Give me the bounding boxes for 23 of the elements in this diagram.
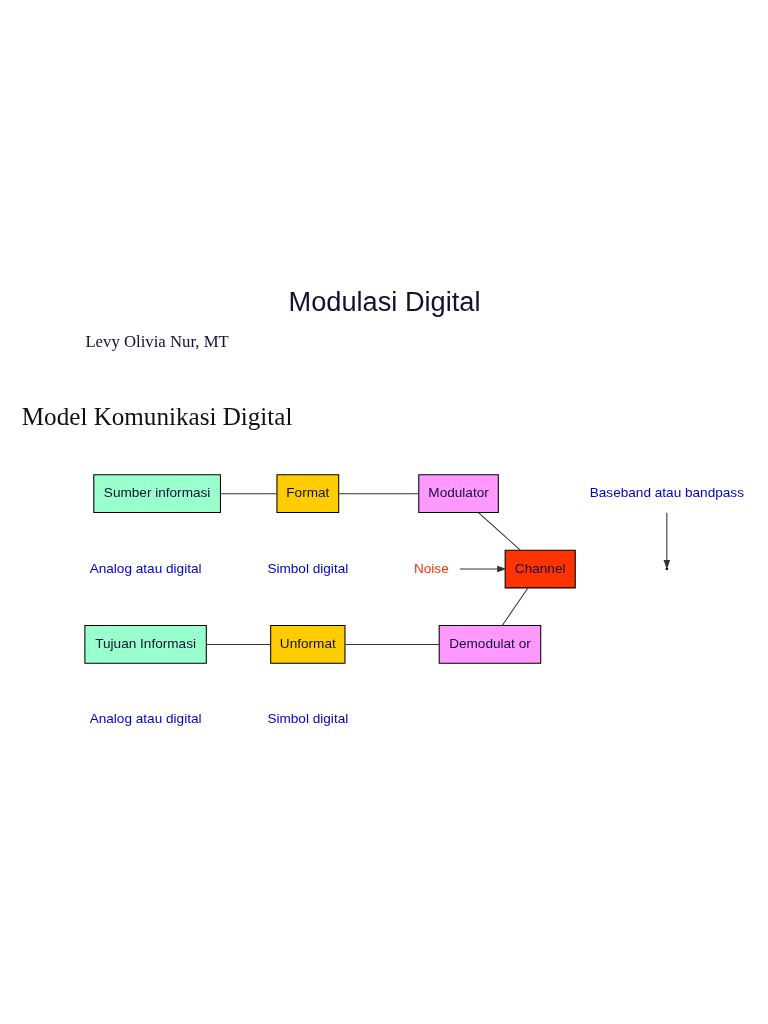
node-text: Noise [413, 560, 449, 576]
node-box: Sumber informasi [92, 474, 221, 514]
label: Model Komunikasi Digital [21, 402, 292, 430]
node-box: Channel [504, 549, 576, 589]
node-box: Modulator [417, 474, 499, 514]
connector [205, 643, 271, 645]
node-box: Unformat [269, 625, 345, 664]
connector [344, 643, 440, 645]
connector [219, 493, 277, 495]
connector [501, 587, 528, 626]
node-box: Demodulat or [438, 625, 541, 664]
label: Simbol digital [266, 711, 348, 727]
node-box: Tujuan Informasi [83, 625, 207, 664]
connector [337, 493, 419, 495]
label: Analog atau digital [89, 711, 202, 727]
node-box: Format [275, 474, 339, 514]
label: Analog atau digital [89, 560, 202, 576]
label: Simbol digital [266, 560, 348, 576]
diagram-title: Modulasi Digital [287, 286, 481, 318]
arrow [458, 565, 507, 573]
connector [477, 512, 521, 551]
node-text: Baseband atau bandpass [589, 485, 744, 501]
label: Levy Olivia Nur, MT [84, 331, 229, 351]
